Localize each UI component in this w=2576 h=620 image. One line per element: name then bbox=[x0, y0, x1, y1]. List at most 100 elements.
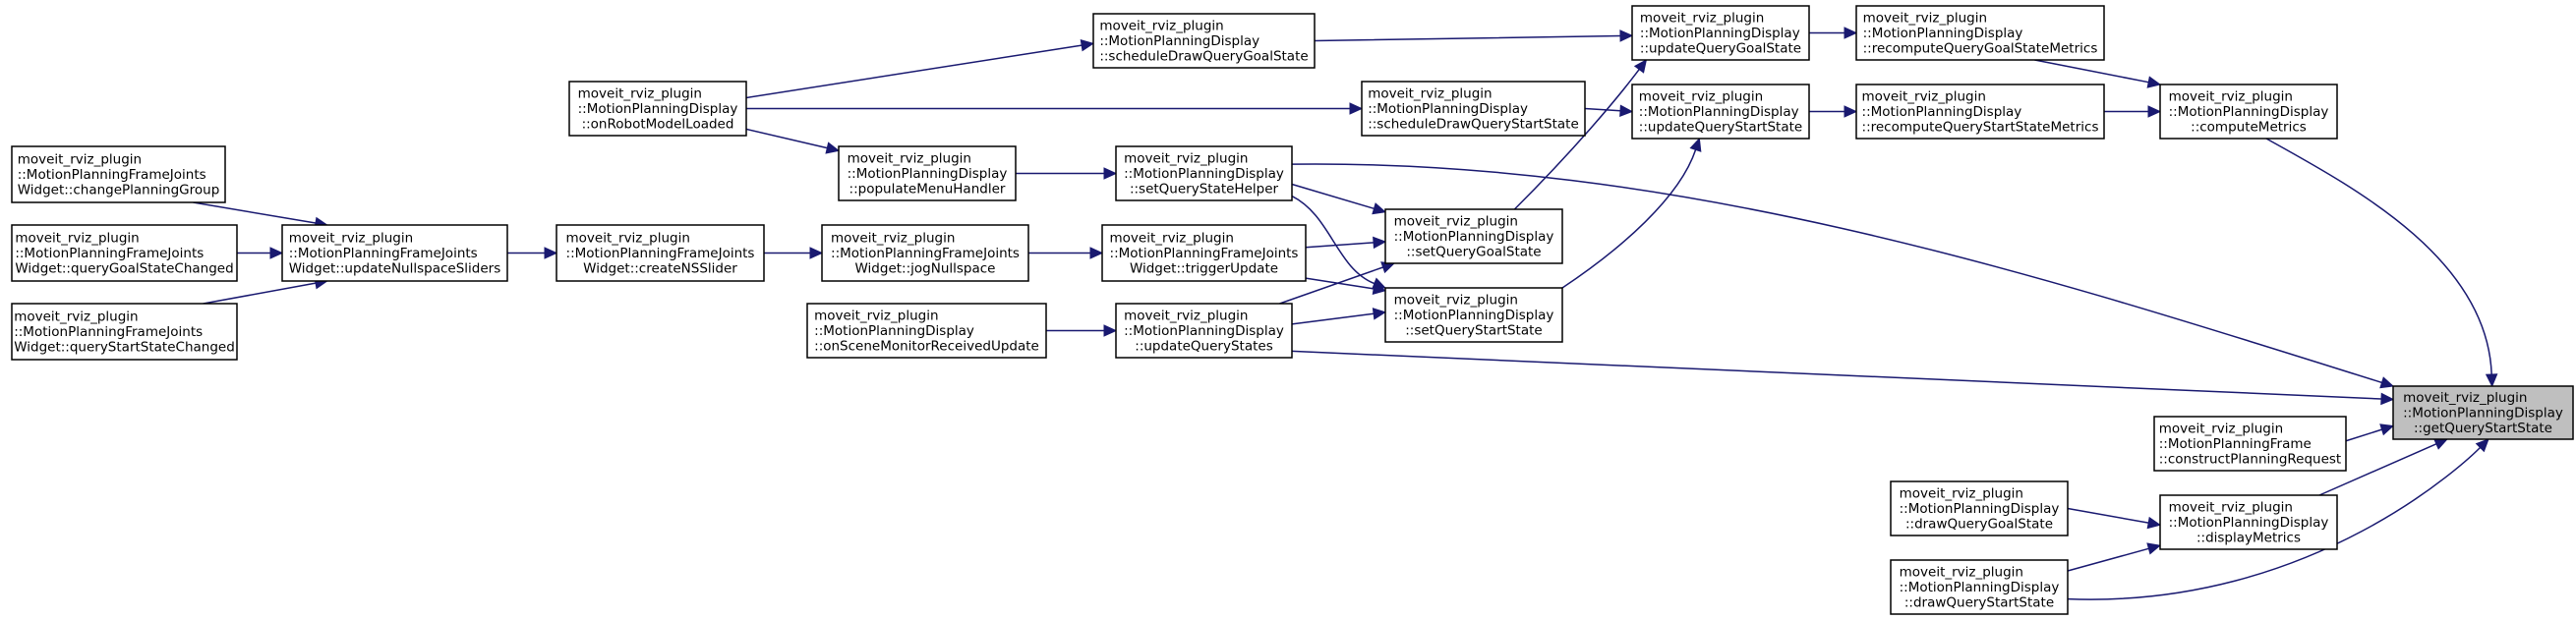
edge-line bbox=[1561, 149, 1697, 289]
node-set-query-state-helper[interactable]: moveit_rviz_plugin::MotionPlanningDispla… bbox=[1115, 145, 1293, 201]
edge-create-nsslider-to-jog-nullspace bbox=[764, 247, 824, 259]
arrowhead-icon bbox=[2146, 542, 2162, 555]
arrowhead-icon bbox=[1372, 282, 1387, 296]
arrowhead-icon bbox=[2146, 516, 2162, 530]
node-get-query-start-state[interactable]: moveit_rviz_plugin::MotionPlanningDispla… bbox=[2392, 385, 2574, 440]
node-set-query-goal-state[interactable]: moveit_rviz_plugin::MotionPlanningDispla… bbox=[1384, 208, 1563, 264]
arrowhead-icon bbox=[269, 247, 284, 259]
node-trigger-update[interactable]: moveit_rviz_plugin::MotionPlanningFrameJ… bbox=[1101, 224, 1307, 282]
node-namespace-label: moveit_rviz_plugin bbox=[1900, 565, 2023, 581]
node-update-nullspace-sliders[interactable]: moveit_rviz_plugin::MotionPlanningFrameJ… bbox=[281, 224, 508, 282]
node-class-label: ::MotionPlanningDisplay bbox=[1640, 26, 1800, 41]
node-namespace-label: moveit_rviz_plugin bbox=[848, 151, 971, 167]
node-recompute-query-goal-state-metrics[interactable]: moveit_rviz_plugin::MotionPlanningDispla… bbox=[1855, 5, 2105, 61]
edges-layer bbox=[193, 27, 2498, 600]
node-method-label: ::onSceneMonitorReceivedUpdate bbox=[814, 339, 1039, 355]
node-box bbox=[1361, 81, 1586, 137]
edge-line bbox=[2265, 138, 2492, 375]
node-method-label: ::constructPlanningRequest bbox=[2159, 452, 2341, 468]
edge-on-robot-model-loaded-to-schedule-draw-query-start-state bbox=[746, 102, 1364, 115]
node-box bbox=[556, 224, 765, 282]
node-query-goal-state-changed[interactable]: moveit_rviz_plugin::MotionPlanningFrameJ… bbox=[11, 224, 238, 282]
node-create-nsslider[interactable]: moveit_rviz_plugin::MotionPlanningFrameJ… bbox=[556, 224, 765, 282]
node-on-robot-model-loaded[interactable]: moveit_rviz_plugin::MotionPlanningDispla… bbox=[568, 81, 747, 137]
node-box bbox=[1384, 208, 1563, 264]
node-namespace-label: moveit_rviz_plugin bbox=[1124, 151, 1248, 167]
node-jog-nullspace[interactable]: moveit_rviz_plugin::MotionPlanningFrameJ… bbox=[821, 224, 1029, 282]
node-box bbox=[2392, 385, 2574, 440]
edge-line bbox=[1584, 107, 1621, 112]
node-class-label: ::MotionPlanningDisplay bbox=[814, 323, 974, 339]
edge-line bbox=[2067, 507, 2149, 524]
edge-line bbox=[745, 128, 828, 149]
node-recompute-query-start-state-metrics[interactable]: moveit_rviz_plugin::MotionPlanningDispla… bbox=[1855, 84, 2105, 140]
edge-set-query-state-helper-to-get-query-start-state bbox=[1291, 163, 2395, 389]
node-update-query-states[interactable]: moveit_rviz_plugin::MotionPlanningDispla… bbox=[1115, 303, 1293, 359]
edge-line bbox=[1305, 277, 1375, 290]
node-query-start-state-changed[interactable]: moveit_rviz_plugin::MotionPlanningFrameJ… bbox=[11, 303, 238, 361]
node-method-label: Widget::jogNullspace bbox=[855, 261, 996, 277]
node-compute-metrics[interactable]: moveit_rviz_plugin::MotionPlanningDispla… bbox=[2159, 84, 2338, 140]
edge-line bbox=[1291, 312, 1375, 325]
node-namespace-label: moveit_rviz_plugin bbox=[1124, 309, 1248, 324]
node-namespace-label: moveit_rviz_plugin bbox=[1368, 86, 1492, 102]
edge-populate-menu-handler-to-set-query-state-helper bbox=[1016, 167, 1118, 180]
edge-update-query-states-to-set-query-start-state bbox=[1291, 308, 1387, 325]
edge-line bbox=[2318, 443, 2437, 496]
node-schedule-draw-query-start-state[interactable]: moveit_rviz_plugin::MotionPlanningDispla… bbox=[1361, 81, 1586, 137]
edge-line bbox=[1291, 163, 2382, 384]
edge-trigger-update-to-set-query-goal-state bbox=[1305, 236, 1387, 250]
node-namespace-label: moveit_rviz_plugin bbox=[15, 231, 139, 247]
node-namespace-label: moveit_rviz_plugin bbox=[2159, 422, 2283, 437]
node-box bbox=[1101, 224, 1307, 282]
node-box bbox=[2153, 416, 2347, 472]
node-method-label: ::scheduleDrawQueryStartState bbox=[1368, 117, 1579, 133]
node-schedule-draw-query-goal-state[interactable]: moveit_rviz_plugin::MotionPlanningDispla… bbox=[1092, 13, 1316, 69]
node-populate-menu-handler[interactable]: moveit_rviz_plugin::MotionPlanningDispla… bbox=[838, 145, 1017, 201]
node-display-metrics[interactable]: moveit_rviz_plugin::MotionPlanningDispla… bbox=[2159, 494, 2338, 550]
edge-line bbox=[2067, 547, 2149, 572]
node-class-label: ::MotionPlanningFrameJoints bbox=[1110, 246, 1299, 261]
node-method-label: Widget::updateNullspaceSliders bbox=[289, 261, 501, 277]
arrowhead-icon bbox=[1103, 167, 1118, 180]
node-class-label: ::MotionPlanningDisplay bbox=[1124, 166, 1284, 182]
node-draw-query-start-state[interactable]: moveit_rviz_plugin::MotionPlanningDispla… bbox=[1890, 559, 2069, 615]
edge-set-query-start-state-to-update-query-start-state bbox=[1561, 137, 1702, 289]
edge-recompute-query-start-state-metrics-to-compute-metrics bbox=[2104, 105, 2162, 118]
node-on-scene-monitor-received-update[interactable]: moveit_rviz_plugin::MotionPlanningDispla… bbox=[806, 303, 1047, 359]
node-class-label: ::MotionPlanningDisplay bbox=[1900, 580, 2060, 595]
node-namespace-label: moveit_rviz_plugin bbox=[1099, 19, 1223, 34]
node-namespace-label: moveit_rviz_plugin bbox=[2403, 390, 2527, 406]
arrowhead-icon bbox=[809, 247, 824, 259]
node-method-label: ::drawQueryGoalState bbox=[1905, 517, 2053, 533]
node-method-label: ::setQueryStateHelper bbox=[1130, 182, 1279, 197]
node-construct-planning-request[interactable]: moveit_rviz_plugin::MotionPlanningFrame:… bbox=[2153, 416, 2347, 472]
arrowhead-icon bbox=[1619, 104, 1634, 117]
node-class-label: ::MotionPlanningDisplay bbox=[2403, 406, 2563, 422]
node-class-label: ::MotionPlanningDisplay bbox=[848, 166, 1008, 182]
arrowhead-icon bbox=[1844, 105, 1858, 118]
node-method-label: Widget::createNSSlider bbox=[583, 261, 737, 277]
arrowhead-icon bbox=[2485, 373, 2498, 388]
edge-recompute-query-goal-state-metrics-to-compute-metrics bbox=[2034, 59, 2162, 88]
arrowhead-icon bbox=[2379, 423, 2395, 436]
edge-construct-planning-request-to-get-query-start-state bbox=[2345, 423, 2395, 442]
node-set-query-start-state[interactable]: moveit_rviz_plugin::MotionPlanningDispla… bbox=[1384, 287, 1563, 343]
node-namespace-label: moveit_rviz_plugin bbox=[2169, 89, 2293, 105]
node-update-query-start-state[interactable]: moveit_rviz_plugin::MotionPlanningDispla… bbox=[1631, 84, 1810, 140]
node-update-query-goal-state[interactable]: moveit_rviz_plugin::MotionPlanningDispla… bbox=[1631, 5, 1810, 61]
edge-draw-query-start-state-to-get-query-start-state bbox=[2067, 438, 2489, 600]
arrowhead-icon bbox=[1089, 247, 1104, 259]
nodes-layer: moveit_rviz_plugin::MotionPlanningFrameJ… bbox=[11, 5, 2574, 615]
node-box bbox=[1631, 5, 1810, 61]
node-change-planning-group[interactable]: moveit_rviz_plugin::MotionPlanningFrameJ… bbox=[11, 145, 226, 203]
node-box bbox=[1115, 145, 1293, 201]
arrowhead-icon bbox=[825, 141, 841, 154]
node-class-label: ::MotionPlanningDisplay bbox=[1124, 323, 1284, 339]
edge-line bbox=[2345, 428, 2382, 442]
node-method-label: ::onRobotModelLoaded bbox=[582, 117, 734, 133]
node-box bbox=[11, 224, 238, 282]
node-draw-query-goal-state[interactable]: moveit_rviz_plugin::MotionPlanningDispla… bbox=[1890, 480, 2069, 536]
edge-line bbox=[1513, 69, 1640, 210]
